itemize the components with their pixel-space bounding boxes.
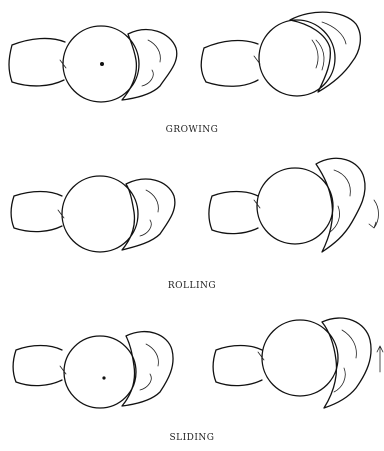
- socket-bone: [322, 318, 371, 408]
- socket-cartilage: [140, 190, 158, 236]
- row-3-left-joint: [13, 332, 173, 408]
- bone-head: [257, 168, 333, 244]
- bone-shaft: [11, 192, 62, 232]
- contact-mark: [258, 352, 264, 360]
- bone-shaft: [13, 346, 62, 386]
- center-dot: [102, 376, 105, 379]
- socket-bone: [122, 30, 177, 100]
- socket-cartilage: [316, 22, 346, 70]
- caption-sliding: SLIDING: [0, 433, 384, 443]
- row-3: [13, 318, 383, 408]
- socket-bone: [316, 158, 365, 252]
- row-3-right-joint: [213, 318, 383, 408]
- contact-mark: [58, 210, 64, 218]
- socket-bone: [290, 12, 360, 92]
- row-1-left-joint: [9, 26, 177, 102]
- bone-shaft: [213, 346, 262, 386]
- bone-head: [64, 336, 136, 408]
- motion-arc: [312, 40, 318, 68]
- bone-shaft: [9, 38, 65, 85]
- bone-shaft: [209, 192, 258, 234]
- bone-head: [62, 176, 138, 252]
- slide-arrow: [377, 346, 383, 372]
- row-1-right-joint: [201, 12, 360, 96]
- caption-growing: GROWING: [0, 125, 384, 135]
- center-dot: [100, 62, 104, 66]
- row-2-left-joint: [11, 176, 175, 252]
- caption-rolling: ROLLING: [0, 281, 384, 291]
- socket-bone: [122, 332, 173, 406]
- socket-cartilage: [140, 344, 158, 390]
- row-2-right-joint: [209, 158, 379, 252]
- row-2: [11, 158, 379, 252]
- contact-mark: [60, 366, 66, 374]
- row-1: [9, 12, 360, 102]
- rotation-arrow: [369, 200, 379, 228]
- socket-cartilage: [142, 40, 160, 86]
- bone-shaft: [201, 41, 258, 87]
- bone-head: [262, 320, 338, 396]
